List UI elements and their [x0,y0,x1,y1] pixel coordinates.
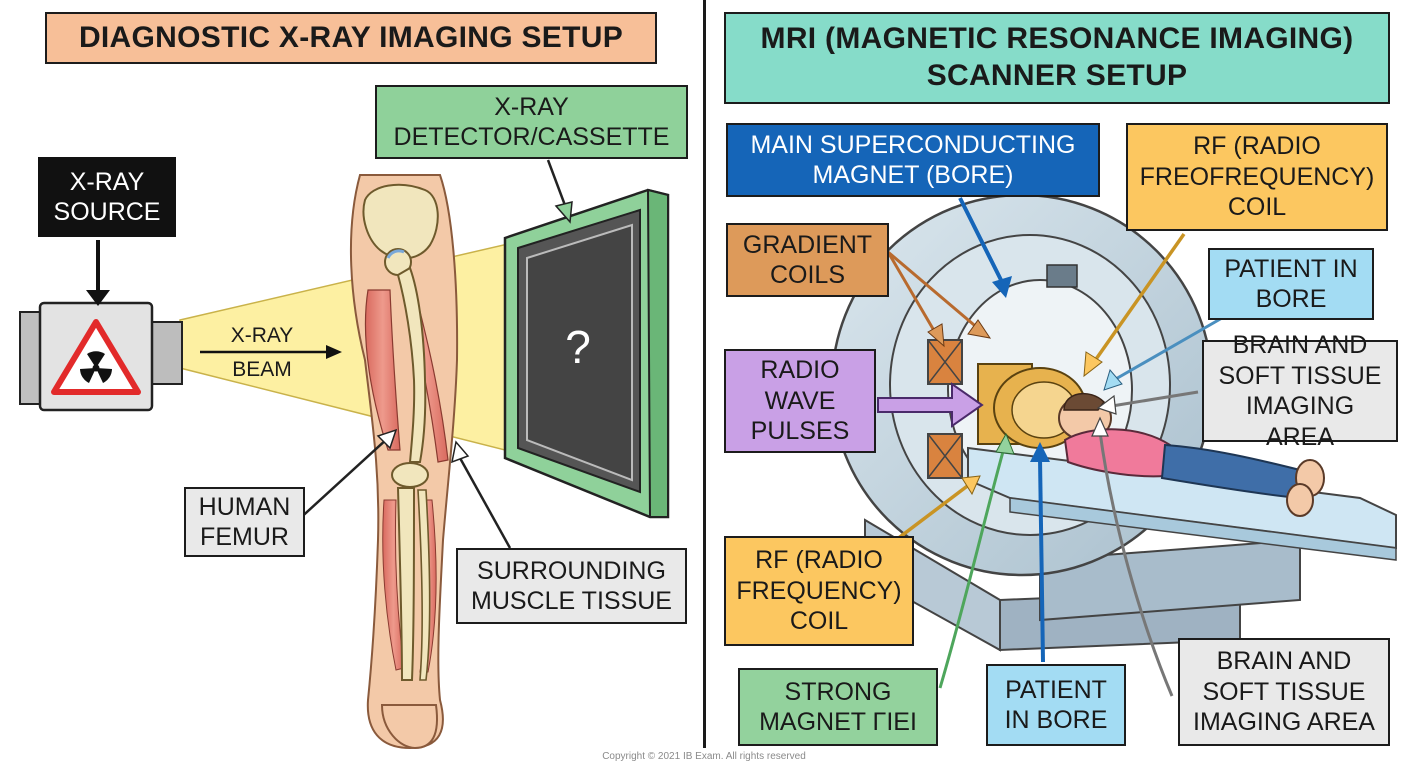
xray-source-label: X-RAY SOURCE [38,157,176,237]
rf-coil-top-label: RF (RADIO FREOFREQUENCY) COIL [1126,123,1388,231]
rf-coil-bottom-label: RF (RADIO FREQUENCY) COIL [724,536,914,646]
xray-detector-label: X-RAY DETECTOR/CASSETTE [375,85,688,159]
muscle-label: SURROUNDING MUSCLE TISSUE [456,548,687,624]
beam-label-line1: X-RAY [230,324,294,347]
gradient-coils-label: GRADIENT COILS [726,223,889,297]
panel-divider [703,0,706,748]
magnet-label: MAIN SUPERCONDUCTING MAGNET (BORE) [726,123,1100,197]
patient-in-bore-bottom-label: PATIENT IN BORE [986,664,1126,746]
copyright-notice: Copyright © 2021 IB Exam. All rights res… [602,751,806,762]
mri-title: MRI (MAGNETIC RESONANCE IMAGING) SCANNER… [724,12,1390,104]
strong-magnet-field-label: STRONG MAGNET ΓIEI [738,668,938,746]
xray-detector [503,188,670,519]
detector-question-mark: ? [565,321,591,373]
leg-illustration [349,174,459,750]
femur-label: HUMAN FEMUR [184,487,305,557]
brain-imaging-top-label: BRAIN AND SOFT TISSUE IMAGING AREA [1202,331,1398,451]
brain-imaging-bottom-label: BRAIN AND SOFT TISSUE IMAGING AREA [1178,638,1390,746]
mri-arrows [877,197,1223,697]
xray-source-device [19,301,183,412]
xray-title: DIAGNOSTIC X-RAY IMAGING SETUP [45,12,657,64]
beam-label-line2: BEAM [232,358,292,381]
patient-in-bore-top-label: PATIENT IN BORE [1208,248,1374,320]
radio-wave-pulses-label: RADIO WAVE PULSES [724,349,876,453]
femur-bone [396,266,427,463]
